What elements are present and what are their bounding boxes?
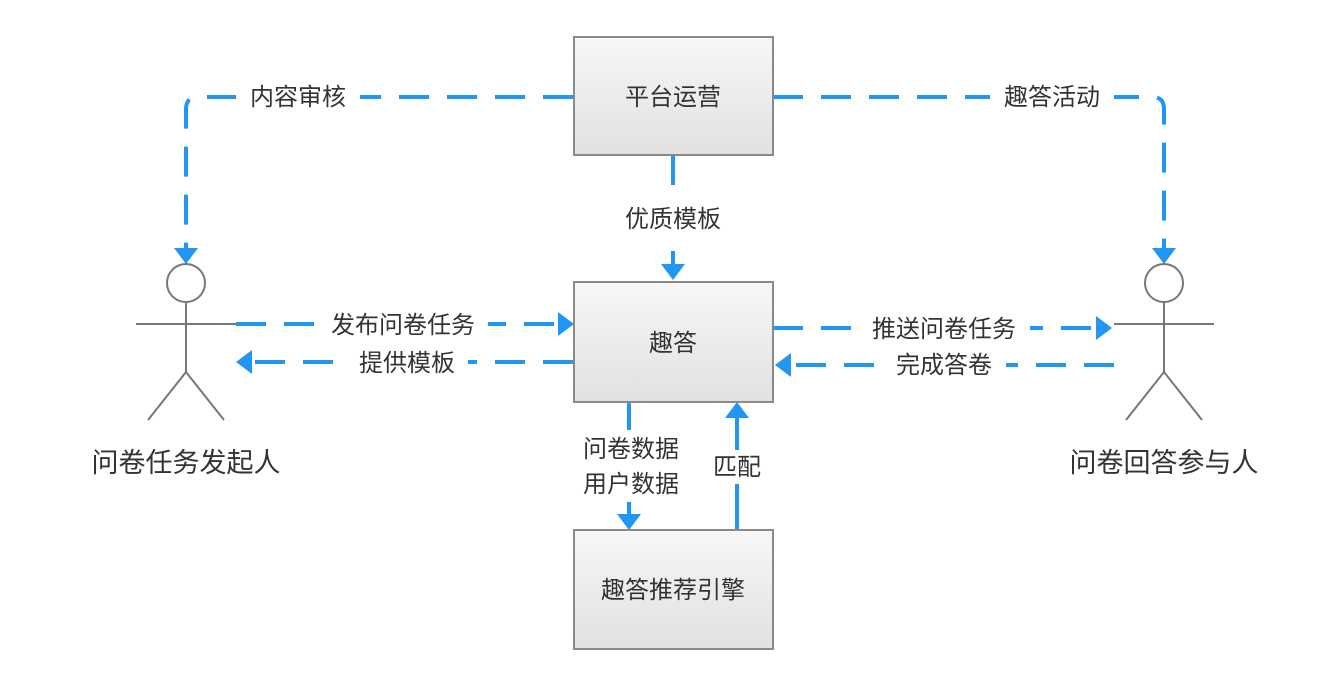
arrow-to-quda-top-icon — [661, 264, 685, 280]
edge-label-quda-activity: 趣答活动 — [1004, 83, 1100, 111]
arrow-to-quda-right-icon — [775, 353, 791, 377]
node-quda: 趣答 — [573, 281, 774, 403]
arrow-to-quda-left-icon — [558, 312, 574, 336]
edge-label-quality-template: 优质模板 — [625, 205, 721, 233]
arrow-to-initiator-icon — [174, 248, 198, 264]
actor-initiator: 问卷任务发起人 — [92, 263, 281, 479]
node-platform-ops: 平台运营 — [573, 36, 774, 156]
actor-participant-head — [1144, 263, 1184, 303]
edge-label-user-data: 用户数据 — [583, 470, 679, 498]
edge-label-provide-template: 提供模板 — [359, 349, 455, 377]
arrow-to-initiator-side-icon — [236, 350, 252, 374]
actor-participant: 问卷回答参与人 — [1070, 263, 1259, 479]
edge-label-match: 匹配 — [713, 453, 761, 481]
arrow-to-engine-icon — [617, 514, 641, 530]
edge-label-publish-task: 发布问卷任务 — [331, 311, 475, 339]
edge-labels: 内容审核 趣答活动 优质模板 发布问卷任务 提供模板 推送问卷任务 完成答卷 问… — [236, 80, 1114, 502]
actor-initiator-head — [166, 263, 206, 303]
actor-initiator-label: 问卷任务发起人 — [92, 448, 281, 479]
node-engine-label: 趣答推荐引擎 — [601, 576, 745, 604]
node-platform-ops-label: 平台运营 — [625, 83, 721, 111]
arrowheads — [174, 248, 1176, 530]
edge-quda-activity-line — [773, 95, 1166, 252]
edge-label-survey-data: 问卷数据 — [583, 435, 679, 463]
node-quda-label: 趣答 — [649, 329, 697, 357]
arrow-to-quda-bottom-icon — [725, 402, 749, 418]
arrow-to-participant-icon — [1152, 248, 1176, 264]
edge-content-review-line — [184, 95, 573, 252]
actor-participant-label: 问卷回答参与人 — [1070, 448, 1259, 479]
edge-label-complete-answer: 完成答卷 — [896, 351, 992, 379]
arrow-to-participant-side-icon — [1096, 316, 1112, 340]
edge-label-push-task: 推送问卷任务 — [872, 315, 1016, 343]
node-engine: 趣答推荐引擎 — [573, 529, 774, 650]
edge-label-content-review: 内容审核 — [250, 83, 346, 111]
